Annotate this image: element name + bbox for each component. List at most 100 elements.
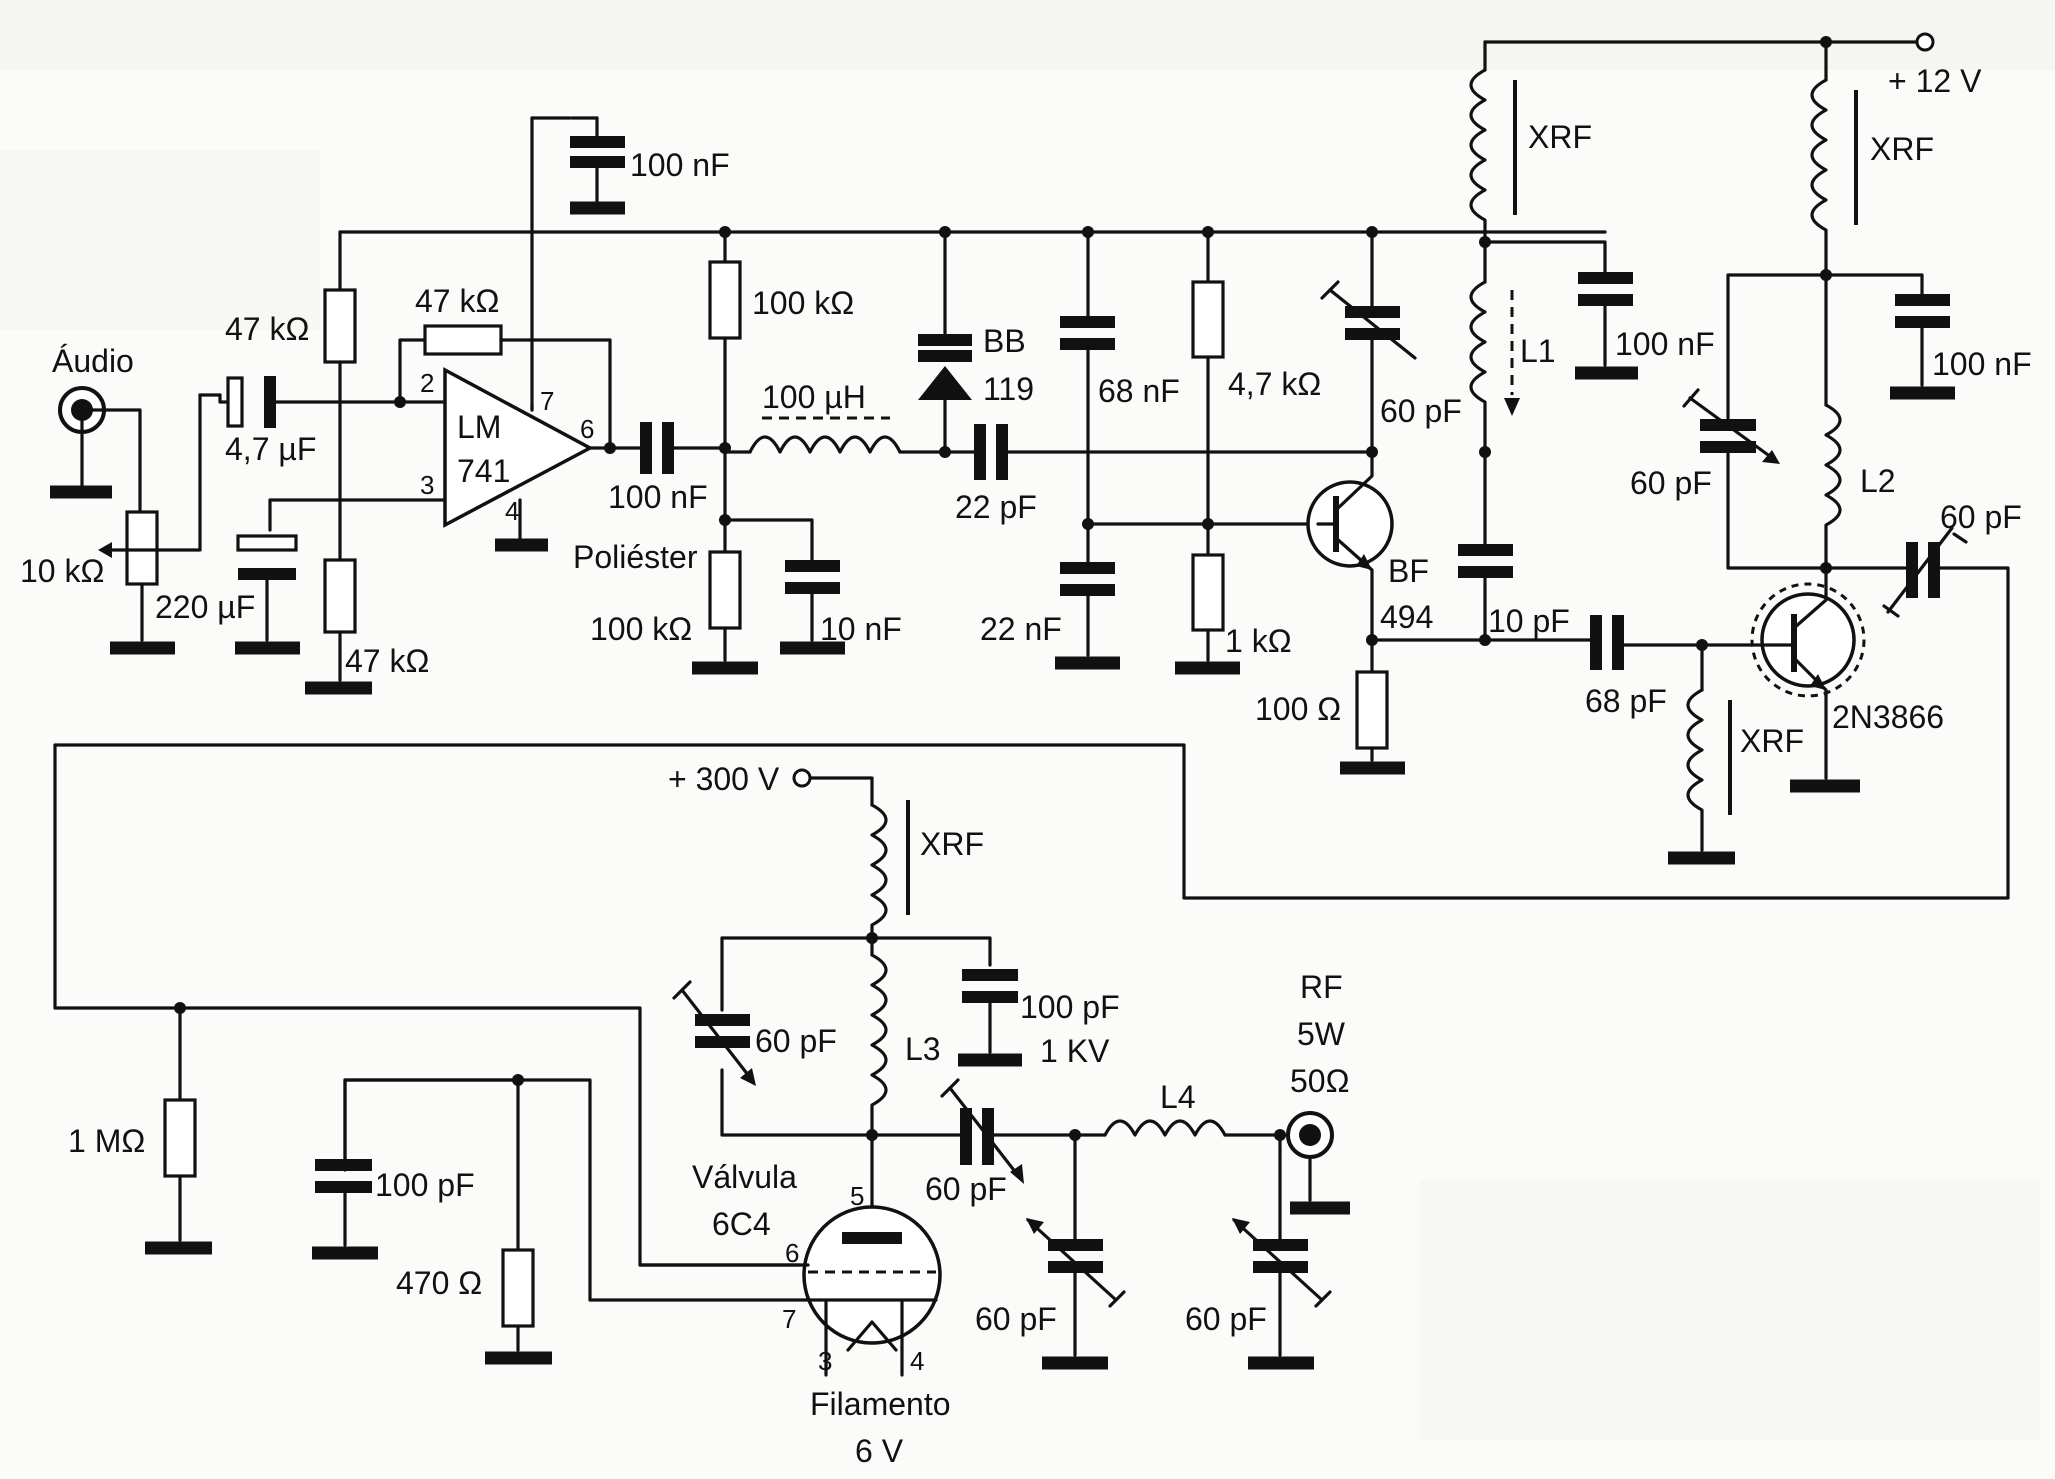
label-audio: Áudio: [52, 343, 134, 379]
label-ct-60pf-5: 60 pF: [925, 1171, 1007, 1207]
label-c-68pf: 68 pF: [1585, 683, 1667, 719]
trimmer-60pf-tank: 60 pF: [672, 980, 837, 1086]
label-c-100pf: 100 pF: [375, 1167, 475, 1203]
capacitor-220uf: 220 µF: [155, 498, 342, 655]
label-rf: RF: [1300, 969, 1343, 1005]
trimmer-60pf-output-right: 60 pF: [53, 499, 2022, 1267]
resistor-47k-bias-bottom: 47 kΩ: [305, 498, 429, 695]
choke-xrf-4: XRF: [866, 800, 984, 944]
label-rf-5w: 5W: [1297, 1016, 1346, 1052]
label-741: 741: [457, 453, 510, 489]
label-filamento: Filamento: [810, 1386, 951, 1422]
label-r-4-7k: 4,7 kΩ: [1228, 366, 1321, 402]
supply-rail: [338, 116, 1607, 412]
label-bb: BB: [983, 323, 1026, 359]
capacitor-100pf-1kv: 100 pF 1 KV: [958, 969, 1120, 1069]
resistor-470-cathode: 470 Ω: [396, 1078, 552, 1365]
label-rf-50: 50Ω: [1290, 1063, 1350, 1099]
label-ct-60pf-6: 60 pF: [975, 1301, 1057, 1337]
opamp-lm741: LM 741 2 3 7 4 6: [338, 367, 594, 552]
label-r-100k-bot: 100 kΩ: [590, 611, 692, 647]
label-hv: + 300 V: [668, 761, 780, 797]
inductor-l2: L2: [1820, 273, 1896, 574]
capacitor-4-7uf-input: 4,7 µF: [218, 376, 402, 467]
label-r-47k-c: 47 kΩ: [345, 643, 429, 679]
label-vpin7: 7: [782, 1304, 796, 1334]
trimmer-60pf-shunt-1: 60 pF: [975, 1133, 1126, 1370]
label-lm: LM: [457, 409, 501, 445]
label-l2: L2: [1860, 463, 1896, 499]
choke-xrf-2: XRF: [1810, 78, 1934, 281]
inductor-l3: L3: [866, 936, 941, 1141]
capacitor-22pf: 22 pF: [943, 424, 1377, 525]
label-c-220uf: 220 µF: [155, 589, 255, 625]
capacitor-68nf: 68 nF: [1060, 226, 1180, 567]
label-c-100n-top: 100 nF: [630, 147, 730, 183]
resistor-4-7k: 4,7 kΩ: [1191, 226, 1321, 557]
label-vpin4: 4: [910, 1346, 924, 1376]
label-c-100n-out: 100 nF: [608, 479, 708, 515]
label-vpin6: 6: [785, 1238, 799, 1268]
label-c-4-7uf: 4,7 µF: [225, 431, 316, 467]
inductor-l1: L1: [1469, 240, 1556, 458]
label-xrf-2: XRF: [1870, 131, 1934, 167]
label-r-1m: 1 MΩ: [68, 1123, 145, 1159]
varicap-bb119: BB 119: [918, 226, 1034, 458]
label-valvula: Válvula: [692, 1159, 797, 1195]
trimmer-60pf-collector: 60 pF: [1630, 273, 1828, 570]
label-pot: 10 kΩ: [20, 553, 104, 589]
label-c-100n-l1: 100 nF: [1615, 326, 1715, 362]
trimmer-60pf-series: 60 pF: [870, 1078, 1081, 1207]
label-pin3: 3: [420, 470, 434, 500]
inductor-l4: L4: [1073, 1079, 1286, 1141]
resistor-100k-top: 100 kΩ: [708, 226, 854, 554]
label-l3: L3: [905, 1031, 941, 1067]
supply-300v: + 300 V: [668, 761, 874, 807]
capacitor-100nf-decoupling: 100 nF: [570, 116, 730, 215]
capacitor-10pf: 10 pF: [1370, 450, 1592, 646]
label-ct-60pf-2: 60 pF: [1630, 465, 1712, 501]
trimmer-60pf-oscillator: 60 pF: [1320, 226, 1462, 458]
label-bb119: 119: [983, 371, 1034, 407]
inductor-100uh: 100 µH: [723, 379, 947, 454]
label-c-10nf: 10 nF: [820, 611, 902, 647]
capacitor-68pf: 68 pF: [1585, 615, 1767, 719]
resistor-100k-bottom: 100 kΩ: [590, 514, 758, 675]
label-6v: 6 V: [855, 1433, 904, 1469]
label-xrf-1: XRF: [1528, 119, 1592, 155]
label-c-100pf-1kv-b: 1 KV: [1040, 1033, 1110, 1069]
label-c-100pf-1kv-a: 100 pF: [1020, 989, 1120, 1025]
label-vpin5: 5: [850, 1181, 864, 1211]
label-r-1k: 1 kΩ: [1225, 623, 1292, 659]
label-l4: L4: [1160, 1079, 1196, 1115]
capacitor-100nf-l1: 100 nF: [1483, 240, 1715, 380]
label-6c4: 6C4: [712, 1206, 771, 1242]
transistor-bf494: BF 494: [1306, 450, 1433, 642]
choke-xrf-3: XRF: [1668, 643, 1804, 865]
label-ct-60pf-4: 60 pF: [755, 1023, 837, 1059]
label-c-10pf: 10 pF: [1488, 603, 1570, 639]
tube-6c4: 5 6 7 3 4 Válvula 6C4 Filamento 6 V: [343, 1078, 951, 1469]
resistor-47k-bias-top: 47 kΩ: [225, 230, 357, 502]
tank-wiring: [720, 936, 992, 1137]
label-r-100k-top: 100 kΩ: [752, 285, 854, 321]
label-c-100n-right: 100 nF: [1932, 346, 2032, 382]
capacitor-100nf-output: 100 nF Poliéster: [573, 422, 727, 575]
label-r-47k-a: 47 kΩ: [225, 311, 309, 347]
label-vcc: + 12 V: [1888, 63, 1982, 99]
label-pin2: 2: [420, 368, 434, 398]
label-r-470: 470 Ω: [396, 1265, 482, 1301]
label-pin7: 7: [540, 386, 554, 416]
label-ct-60pf-1: 60 pF: [1380, 393, 1462, 429]
label-poliester: Poliéster: [573, 539, 698, 575]
rf-output-jack: RF 5W 50Ω: [1278, 969, 1350, 1215]
audio-input-jack: Áudio: [50, 343, 142, 522]
label-pin4: 4: [505, 496, 519, 526]
label-2n3866: 2N3866: [1832, 699, 1944, 735]
resistor-1k: 1 kΩ: [1175, 553, 1292, 675]
choke-xrf-1: XRF: [1469, 40, 1927, 248]
capacitor-100pf-cathode: 100 pF: [312, 1074, 524, 1260]
label-vpin3: 3: [818, 1346, 832, 1376]
capacitor-100nf-right: 100 nF: [1824, 273, 2032, 400]
